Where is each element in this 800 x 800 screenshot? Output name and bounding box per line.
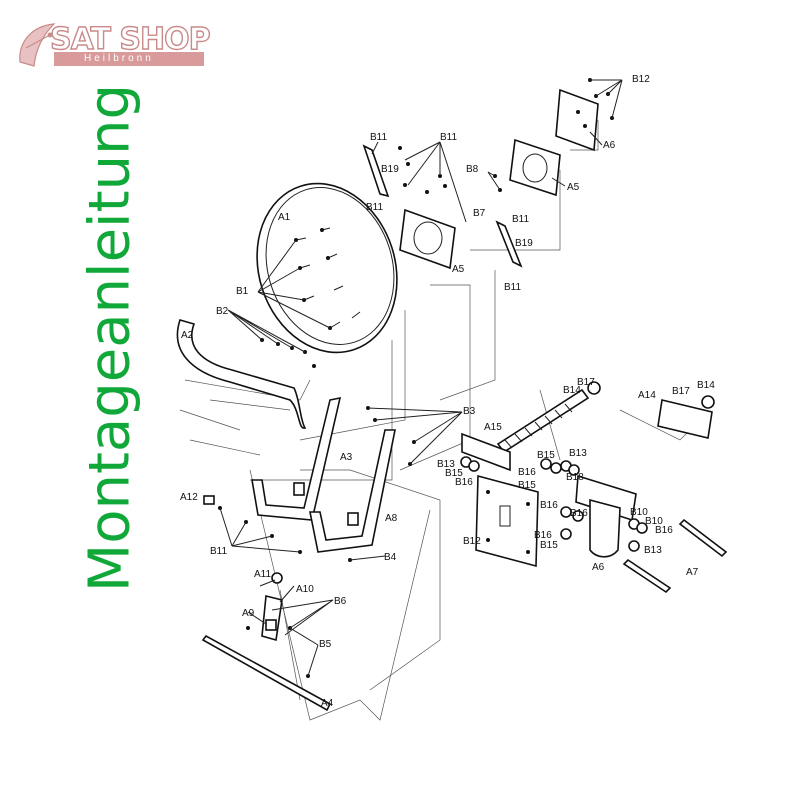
label-b11: B11: [366, 202, 383, 213]
label-b12: B13: [644, 545, 662, 556]
label-b17: B17: [672, 386, 690, 397]
label-b15: B16: [518, 467, 536, 478]
label-a10: A10: [296, 584, 314, 595]
sat-shop-logo: SAT SHOP Heilbronn: [14, 18, 214, 70]
label-a2: A2: [181, 330, 194, 341]
label-a12: A12: [180, 492, 198, 503]
part-labels: B12 A6 B11 B11 B8 A5 B19 B11 B7 B11 A1 B…: [180, 74, 715, 709]
label-b11: B11: [512, 214, 529, 225]
label-a14: A14: [638, 390, 656, 401]
label-b19: B19: [515, 238, 533, 249]
label-b16: B15: [540, 540, 558, 551]
bracket-a10: [261, 594, 283, 642]
clamp-a8: [347, 512, 359, 526]
sleeve-a15: [461, 432, 511, 472]
label-b3: B3: [463, 406, 476, 417]
bolt-b9-upper: [678, 518, 728, 558]
label-b2: B2: [216, 306, 229, 317]
satellite-dish-icon: [19, 23, 56, 67]
rod-a4: [201, 634, 332, 712]
washer-cluster: [460, 456, 648, 552]
plate-a6-lower: [475, 474, 539, 568]
bracket-a5-lower: [399, 208, 456, 270]
label-b13: B15: [537, 450, 555, 461]
ring-a2: [176, 319, 307, 429]
leg-a8: [309, 429, 396, 553]
clip-b11-right: [495, 220, 523, 268]
label-b11: B11: [440, 132, 457, 143]
clamp-a3: [293, 482, 305, 496]
label-b19: B19: [381, 164, 399, 175]
label-b7: B7: [473, 208, 486, 219]
label-a4: A4: [321, 698, 334, 709]
label-b15: B15: [445, 468, 463, 479]
rod-thread: [504, 403, 573, 449]
callout-leaders: [219, 79, 623, 677]
label-b17: B17: [577, 377, 595, 388]
label-a6: A6: [603, 140, 616, 151]
label-b4: B4: [384, 552, 397, 563]
label-b16: B16: [540, 500, 558, 511]
label-b9: A7: [686, 567, 699, 578]
label-b6: B6: [334, 596, 347, 607]
label-b15: B10: [645, 516, 663, 527]
knob-a11: [271, 572, 283, 584]
plate-a6-top: [555, 88, 599, 152]
label-a5: A5: [452, 264, 465, 275]
label-b13: B16: [655, 525, 673, 536]
bracket-a5-upper: [509, 138, 561, 197]
part-a12: [203, 495, 215, 505]
logo-text: SAT SHOP: [49, 21, 211, 57]
label-b10: B16: [570, 508, 588, 519]
label-b13: B13: [437, 459, 455, 470]
label-b16: B16: [455, 477, 473, 488]
plate-a14: [657, 399, 713, 439]
label-b12: B12: [632, 74, 650, 85]
label-b11: B11: [210, 546, 227, 557]
nut-b14-right: [701, 395, 715, 409]
label-a3: A3: [340, 452, 353, 463]
leg-a3: [251, 396, 342, 521]
bolt-b9-lower: [622, 558, 672, 594]
label-a11: A11: [254, 569, 271, 580]
label-b16: B18: [566, 472, 584, 483]
label-b15: B13: [569, 448, 587, 459]
label-b16: B10: [630, 507, 648, 518]
logo-subtext: Heilbronn: [54, 52, 204, 66]
label-a1: A1: [278, 212, 291, 223]
label-b8: B8: [466, 164, 479, 175]
label-a5: A5: [567, 182, 580, 193]
label-b10: B16: [534, 530, 552, 541]
label-b18: B15: [518, 480, 536, 491]
clamp-a9: [265, 619, 277, 631]
label-b11: B11: [370, 132, 387, 143]
label-b14: B14: [697, 380, 715, 391]
label-b1: B1: [236, 286, 249, 297]
routing-lines: [179, 120, 691, 721]
label-a15: A15: [484, 422, 502, 433]
label-b5: B5: [319, 639, 332, 650]
label-b11: B11: [504, 282, 521, 293]
label-a8: A8: [385, 513, 398, 524]
label-a7: A6: [592, 562, 605, 573]
label-b14: B14: [563, 385, 581, 396]
label-a9: A9: [242, 608, 255, 619]
clip-b11-left: [362, 144, 390, 198]
washer-b17: [587, 381, 601, 395]
dish-rim: [265, 187, 395, 345]
label-a6: B12: [463, 536, 481, 547]
